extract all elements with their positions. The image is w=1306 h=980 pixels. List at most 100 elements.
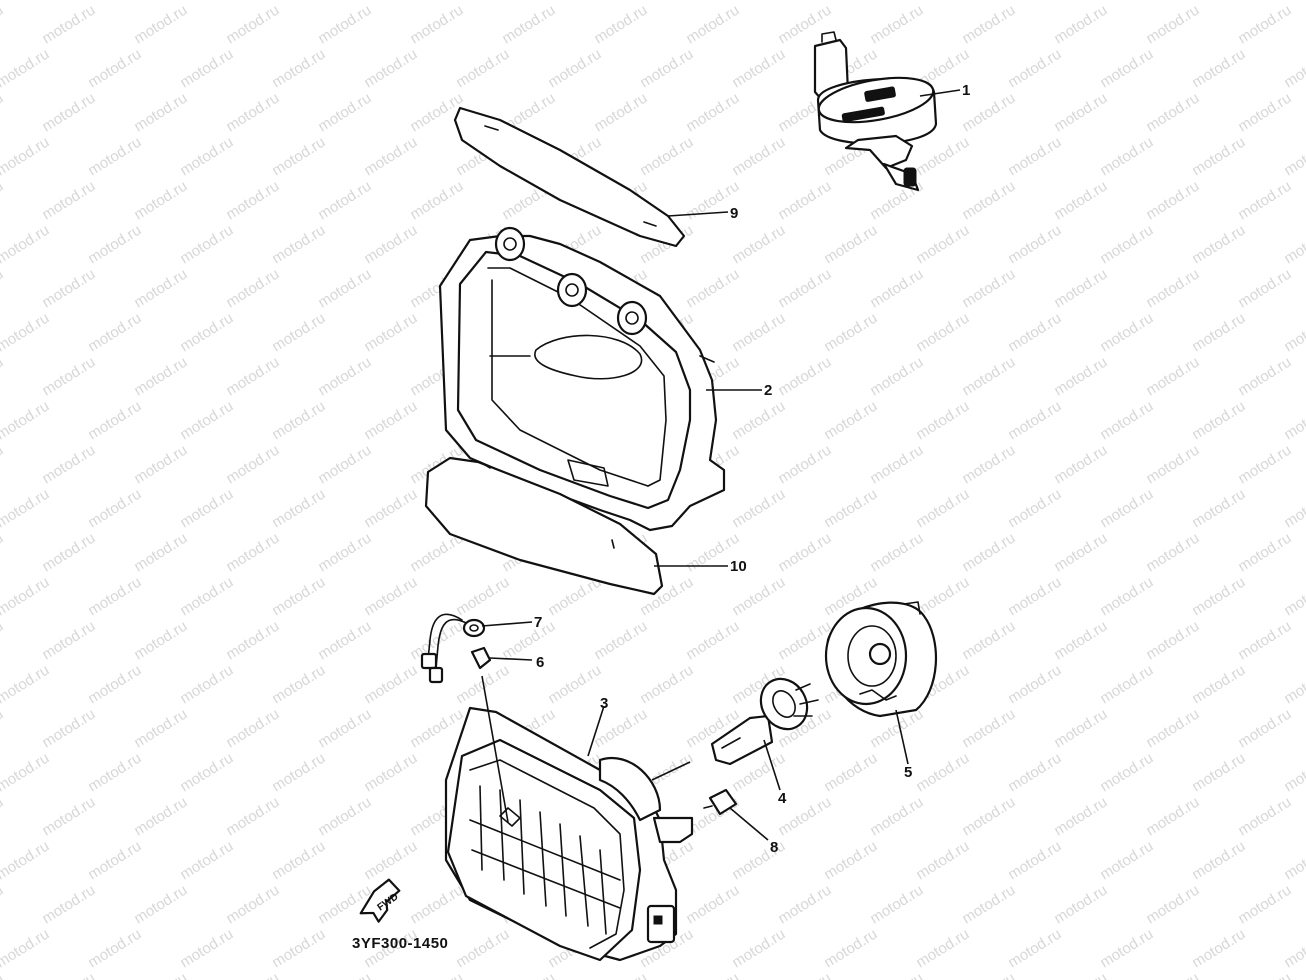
watermark-text: motod.ru: [1235, 178, 1294, 224]
watermark-text: motod.ru: [959, 2, 1018, 48]
watermark-text: motod.ru: [1235, 970, 1294, 980]
watermark-text: motod.ru: [1189, 222, 1248, 268]
watermark-text: motod.ru: [315, 706, 374, 752]
watermark-text: motod.ru: [1235, 882, 1294, 928]
watermark-text: motod.ru: [223, 706, 282, 752]
watermark-text: motod.ru: [0, 838, 52, 884]
watermark-text: motod.ru: [0, 0, 52, 3]
watermark-text: motod.ru: [177, 222, 236, 268]
watermark-text: motod.ru: [361, 838, 420, 884]
watermark-text: motod.ru: [0, 926, 52, 972]
watermark-text: motod.ru: [269, 134, 328, 180]
part-10-lower-cover: [424, 456, 664, 596]
watermark-text: motod.ru: [1051, 266, 1110, 312]
watermark-text: motod.ru: [867, 2, 926, 48]
watermark-text: motod.ru: [223, 970, 282, 980]
watermark-text: motod.ru: [269, 0, 328, 3]
watermark-text: motod.ru: [959, 706, 1018, 752]
watermark-text: motod.ru: [1235, 90, 1294, 136]
watermark-text: motod.ru: [131, 882, 190, 928]
watermark-text: motod.ru: [39, 530, 98, 576]
watermark-text: motod.ru: [269, 310, 328, 356]
watermark-text: motod.ru: [453, 926, 512, 972]
watermark-text: motod.ru: [269, 750, 328, 796]
watermark-text: motod.ru: [39, 354, 98, 400]
watermark-text: motod.ru: [1281, 486, 1306, 532]
watermark-text: motod.ru: [269, 574, 328, 620]
watermark-text: motod.ru: [867, 442, 926, 488]
watermark-text: motod.ru: [1097, 0, 1156, 3]
watermark-text: motod.ru: [0, 574, 52, 620]
watermark-text: motod.ru: [683, 2, 742, 48]
watermark-text: motod.ru: [1005, 750, 1064, 796]
callout-8: 8: [770, 839, 778, 856]
watermark-text: motod.ru: [729, 838, 788, 884]
watermark-text: motod.ru: [591, 618, 650, 664]
watermark-text: motod.ru: [775, 970, 834, 980]
watermark-text: motod.ru: [1143, 354, 1202, 400]
watermark-text: motod.ru: [223, 178, 282, 224]
watermark-text: motod.ru: [1051, 794, 1110, 840]
watermark-text: motod.ru: [1051, 2, 1110, 48]
watermark-text: motod.ru: [1005, 838, 1064, 884]
watermark-text: motod.ru: [85, 574, 144, 620]
watermark-text: motod.ru: [0, 90, 6, 136]
watermark-text: motod.ru: [821, 398, 880, 444]
watermark-text: motod.ru: [959, 354, 1018, 400]
watermark-text: motod.ru: [867, 530, 926, 576]
watermark-text: motod.ru: [959, 266, 1018, 312]
watermark-text: motod.ru: [177, 574, 236, 620]
watermark-text: motod.ru: [913, 486, 972, 532]
watermark-text: motod.ru: [821, 926, 880, 972]
watermark-text: motod.ru: [1097, 222, 1156, 268]
watermark-text: motod.ru: [407, 882, 466, 928]
watermark-text: motod.ru: [223, 882, 282, 928]
watermark-text: motod.ru: [821, 838, 880, 884]
watermark-text: motod.ru: [39, 2, 98, 48]
watermark-text: motod.ru: [0, 2, 6, 48]
watermark-text: motod.ru: [1143, 794, 1202, 840]
watermark-text: motod.ru: [1143, 706, 1202, 752]
watermark-text: motod.ru: [867, 882, 926, 928]
watermark-text: motod.ru: [315, 2, 374, 48]
watermark-text: motod.ru: [591, 2, 650, 48]
watermark-text: motod.ru: [775, 530, 834, 576]
watermark-text: motod.ru: [223, 442, 282, 488]
watermark-text: motod.ru: [913, 750, 972, 796]
callout-5: 5: [904, 764, 912, 781]
watermark-text: motod.ru: [1281, 926, 1306, 972]
watermark-text: motod.ru: [1005, 662, 1064, 708]
watermark-text: motod.ru: [361, 222, 420, 268]
watermark-text: motod.ru: [729, 46, 788, 92]
watermark-text: motod.ru: [683, 90, 742, 136]
watermark-text: motod.ru: [1097, 310, 1156, 356]
watermark-text: motod.ru: [729, 574, 788, 620]
watermark-text: motod.ru: [959, 970, 1018, 980]
watermark-text: motod.ru: [729, 926, 788, 972]
watermark-text: motod.ru: [131, 530, 190, 576]
watermark-text: motod.ru: [637, 134, 696, 180]
watermark-text: motod.ru: [315, 530, 374, 576]
watermark-text: motod.ru: [913, 134, 972, 180]
watermark-text: motod.ru: [1281, 134, 1306, 180]
watermark-text: motod.ru: [131, 618, 190, 664]
watermark-text: motod.ru: [683, 970, 742, 980]
watermark-text: motod.ru: [1281, 310, 1306, 356]
watermark-text: motod.ru: [223, 618, 282, 664]
watermark-text: motod.ru: [131, 442, 190, 488]
watermark-text: motod.ru: [0, 354, 6, 400]
watermark-text: motod.ru: [1051, 530, 1110, 576]
watermark-text: motod.ru: [85, 838, 144, 884]
watermark-text: motod.ru: [1143, 178, 1202, 224]
watermark-text: motod.ru: [269, 662, 328, 708]
watermark-text: motod.ru: [1281, 574, 1306, 620]
watermark-text: motod.ru: [1051, 706, 1110, 752]
watermark-text: motod.ru: [361, 134, 420, 180]
watermark-text: motod.ru: [591, 706, 650, 752]
watermark-text: motod.ru: [959, 882, 1018, 928]
watermark-text: motod.ru: [269, 486, 328, 532]
watermark-text: motod.ru: [1143, 882, 1202, 928]
watermark-text: motod.ru: [1051, 970, 1110, 980]
watermark-text: motod.ru: [39, 442, 98, 488]
watermark-text: motod.ru: [407, 2, 466, 48]
